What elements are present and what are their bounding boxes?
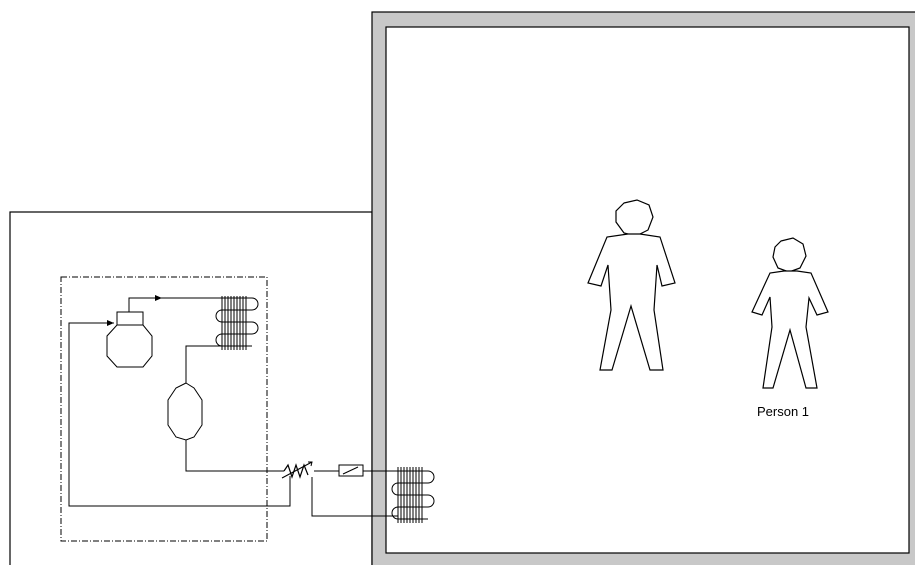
condenser-coil-icon — [215, 296, 259, 350]
person-1-label: Person 1 — [757, 404, 809, 419]
suction-line-return — [311, 477, 398, 517]
liquid-line-to-valve — [185, 440, 284, 472]
filter-drier-icon — [338, 464, 364, 477]
compressor-icon — [106, 311, 153, 368]
suction-line-to-compressor — [68, 320, 291, 507]
discharge-line — [128, 295, 162, 312]
evaporator-coil-icon — [391, 467, 435, 523]
person-figure-person-1 — [751, 237, 829, 389]
expansion-valve-icon — [281, 461, 313, 479]
person-figure-large — [587, 199, 676, 371]
liquid-line-to-receiver — [185, 345, 222, 383]
condensing-unit-boundary — [60, 276, 268, 542]
receiver-tank-icon — [167, 382, 203, 441]
